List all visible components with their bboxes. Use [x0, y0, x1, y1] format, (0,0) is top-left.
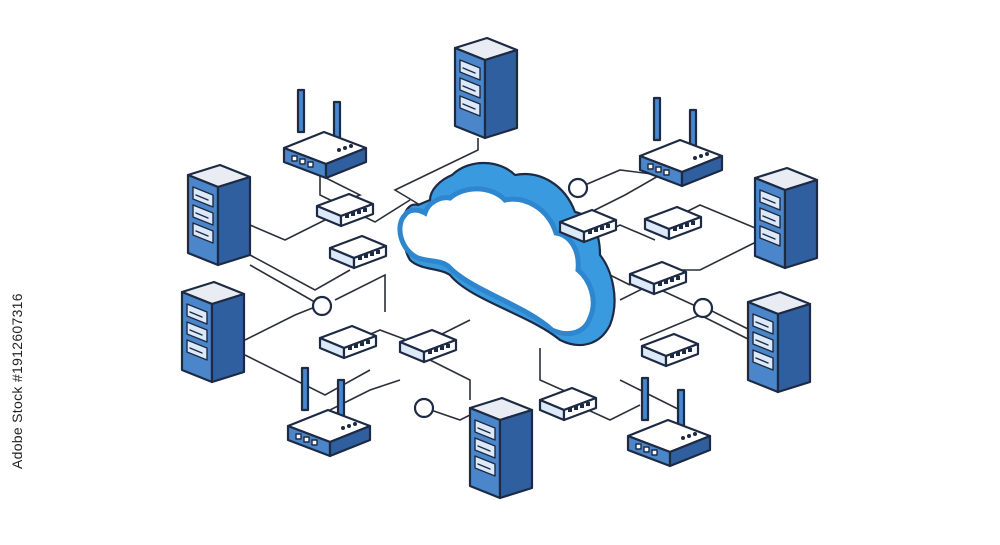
- router-icon: [638, 96, 724, 188]
- server-icon: [753, 166, 819, 270]
- connector-node-icon: [311, 295, 333, 317]
- stock-id-watermark: Adobe Stock #1912607316: [4, 293, 25, 470]
- connector-node-icon: [413, 397, 435, 419]
- server-icon: [468, 396, 534, 500]
- router-icon: [282, 88, 368, 180]
- watermark-brand: Adobe Stock: [9, 386, 25, 469]
- switch-icon: [640, 332, 700, 368]
- server-icon: [453, 36, 519, 140]
- cloud-icon: [397, 161, 616, 347]
- switch-icon: [538, 386, 598, 422]
- stock-id-text: Adobe Stock #1912607316: [9, 293, 25, 469]
- server-icon: [180, 280, 246, 384]
- server-icon: [186, 163, 252, 267]
- connector-node-icon: [567, 177, 589, 199]
- connector-node-icon: [692, 297, 714, 319]
- switch-icon: [318, 324, 378, 360]
- switch-icon: [315, 192, 375, 228]
- switch-icon: [398, 328, 458, 364]
- switch-icon: [328, 234, 388, 270]
- switch-icon: [628, 260, 688, 296]
- server-icon: [746, 290, 812, 394]
- switch-icon: [643, 205, 703, 241]
- router-icon: [286, 366, 372, 458]
- watermark-id-number: #1912607316: [9, 293, 25, 383]
- connector-nodes: [311, 177, 714, 419]
- router-icon: [626, 376, 712, 468]
